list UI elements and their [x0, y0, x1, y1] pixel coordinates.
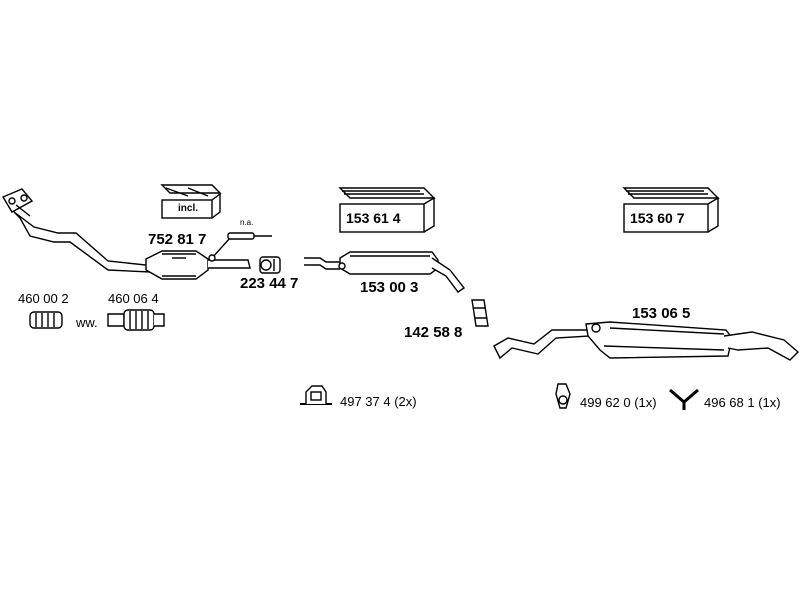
part-number-497374: 497 37 4 (2x) — [340, 394, 417, 409]
flex-pipe-460064 — [107, 309, 165, 331]
incl-label: incl. — [178, 203, 199, 214]
part-number-496681: 496 68 1 (1x) — [704, 395, 781, 410]
part-number-142588: 142 58 8 — [404, 324, 463, 341]
box-153607 — [622, 187, 720, 233]
part-number-499620: 499 62 0 (1x) — [580, 395, 657, 410]
part-number-460064: 460 06 4 — [108, 291, 159, 306]
front-flange — [1, 188, 152, 273]
part-number-153065: 153 06 5 — [632, 305, 691, 322]
mount-497374-icon — [300, 385, 332, 405]
oxygen-sensor — [208, 232, 272, 262]
part-number-460002: 460 00 2 — [18, 291, 69, 306]
part-number-153003: 153 00 3 — [360, 279, 419, 296]
part-number-223447: 223 44 7 — [240, 275, 299, 292]
catalytic-converter — [145, 250, 251, 280]
hanger-496681-icon — [669, 388, 699, 410]
flex-pipe-460002 — [29, 311, 63, 329]
part-number-153607: 153 60 7 — [630, 210, 685, 226]
rear-silencer — [493, 321, 800, 361]
middle-silencer — [304, 251, 466, 293]
flex-alt-label: ww. — [76, 315, 98, 330]
clamp-223 — [259, 256, 281, 274]
mount-499620-icon — [555, 383, 571, 409]
box-incl — [160, 184, 222, 219]
box-153614 — [338, 187, 436, 233]
clamp-142 — [471, 299, 489, 327]
part-number-153614: 153 61 4 — [346, 210, 401, 226]
part-number-752817: 752 81 7 — [148, 231, 207, 248]
sensor-note: n.a. — [240, 218, 254, 227]
